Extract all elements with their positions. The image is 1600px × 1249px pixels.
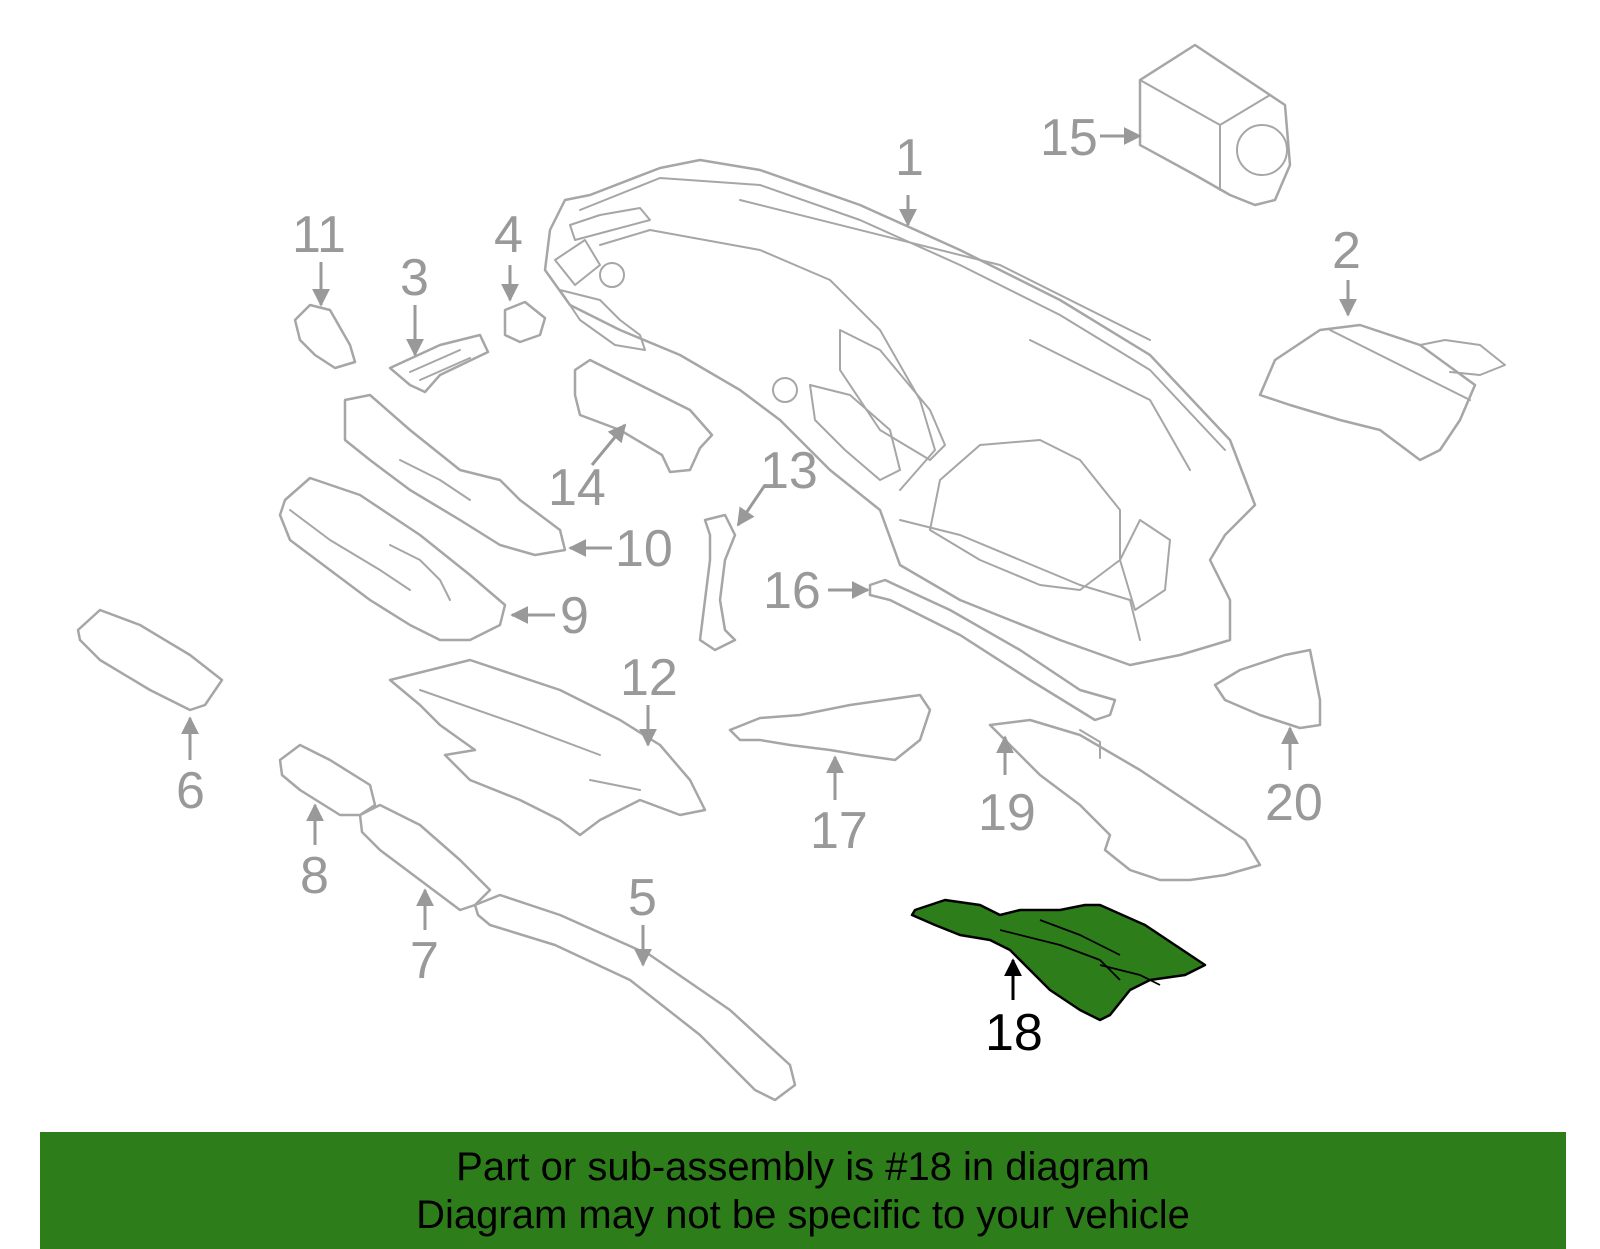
label-16: 16 (763, 562, 821, 620)
part-16-strip (868, 578, 1117, 722)
label-20: 20 (1265, 774, 1323, 832)
part-2-airbag-cover (1258, 323, 1506, 462)
label-4: 4 (494, 206, 523, 264)
banner-line-2: Diagram may not be specific to your vehi… (416, 1192, 1190, 1237)
leader-arrows (181, 127, 1357, 1000)
part-17-bracket (728, 693, 932, 762)
part-19-panel (988, 718, 1262, 882)
callout-labels: 1 2 3 4 5 6 7 8 9 10 11 12 13 14 15 16 1… (176, 109, 1361, 1062)
label-14: 14 (548, 459, 606, 517)
part-6-trim-piece (76, 608, 224, 712)
part-13-bracket (698, 513, 737, 652)
label-3: 3 (400, 249, 429, 307)
part-8-trim-piece (278, 743, 377, 817)
label-11: 11 (292, 206, 346, 264)
label-7: 7 (410, 932, 439, 990)
label-10: 10 (615, 520, 673, 578)
label-15: 15 (1040, 109, 1098, 167)
part-9-knee-bolster (278, 476, 507, 642)
label-2: 2 (1332, 222, 1361, 280)
label-6: 6 (176, 762, 205, 820)
label-19: 19 (978, 784, 1036, 842)
label-5: 5 (628, 869, 657, 927)
label-17: 17 (810, 802, 868, 860)
part-7-trim-piece (358, 803, 492, 912)
label-18: 18 (985, 1004, 1043, 1062)
banner-line-1: Part or sub-assembly is #18 in diagram (456, 1144, 1150, 1189)
part-5-trim-strip (473, 893, 797, 1102)
part-14-bracket (573, 358, 714, 474)
arrow-14 (590, 423, 627, 466)
label-12: 12 (620, 649, 678, 707)
part-15-airbag-module (1138, 43, 1292, 207)
part-10-bracket (343, 393, 567, 557)
part-4-clip (503, 300, 547, 344)
label-9: 9 (560, 587, 589, 645)
part-20-trim-cap (1213, 648, 1322, 730)
part-12-lower-panel (388, 658, 707, 837)
label-8: 8 (300, 847, 329, 905)
part-1-dashboard (543, 158, 1257, 667)
part-3-vent-piece (388, 333, 490, 394)
arrow-13 (736, 484, 767, 527)
label-1: 1 (895, 129, 924, 187)
label-13: 13 (760, 442, 818, 500)
info-banner: Part or sub-assembly is #18 in diagram D… (40, 1132, 1566, 1249)
part-11-bracket (293, 303, 357, 370)
part-18-highlighted (910, 898, 1207, 1022)
